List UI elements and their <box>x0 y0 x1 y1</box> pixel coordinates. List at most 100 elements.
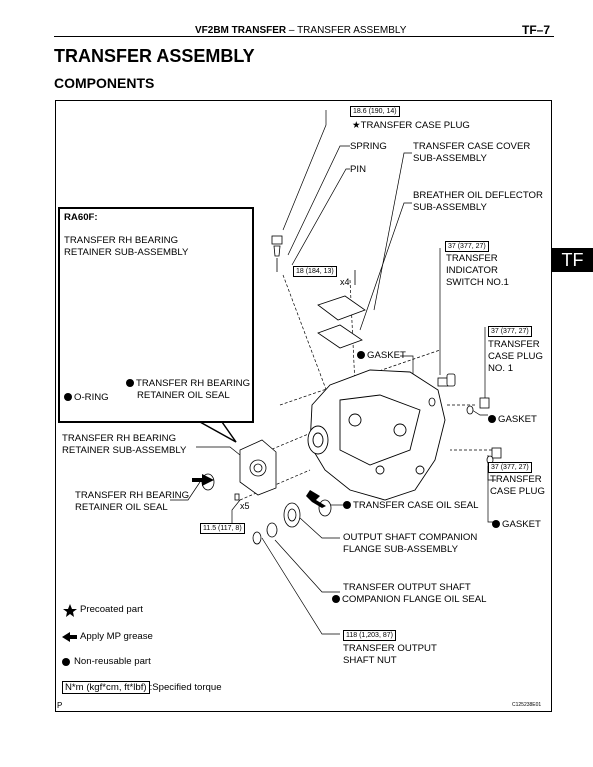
legend-torque-text: :Specified torque <box>149 682 222 693</box>
label-gasket-left-text: GASKET <box>367 350 406 361</box>
header-rule <box>54 36 554 37</box>
legend-mp-grease: Apply MP grease <box>80 631 153 642</box>
label-pin: PIN <box>350 164 366 175</box>
non-reusable-dot-icon <box>492 520 500 528</box>
label-gasket-left: GASKET <box>357 350 406 362</box>
inset-pointer <box>199 421 237 443</box>
label-retainer-1: TRANSFER RH BEARING <box>62 433 177 444</box>
label-plug2-2: CASE PLUG <box>490 486 545 497</box>
transfer-case <box>307 369 446 501</box>
inset-retainer-label-2: RETAINER SUB-ASSEMBLY <box>64 247 189 258</box>
section-subtitle: COMPONENTS <box>54 75 155 91</box>
leader-torque-retainer <box>231 499 241 525</box>
diagram-frame <box>55 100 552 712</box>
label-breather-2: SUB-ASSEMBLY <box>413 202 487 213</box>
leader-breather <box>359 202 412 331</box>
label-indicator-2: INDICATOR <box>446 265 498 276</box>
legend-torque: N*m (kgf*cm, ft*lbf):Specified torque <box>62 681 222 694</box>
rh-bearing-retainer <box>201 439 277 501</box>
label-gasket-bottom-text: GASKET <box>502 519 541 530</box>
label-flange-seal-2-text: COMPANION FLANGE OIL SEAL <box>342 594 487 605</box>
leader-retainer <box>196 446 241 456</box>
non-reusable-dot-icon <box>343 501 351 509</box>
label-indicator-3: SWITCH NO.1 <box>446 277 509 288</box>
side-tab[interactable]: TF <box>552 248 593 272</box>
label-gasket-right-text: GASKET <box>498 414 537 425</box>
torque-label-retainer: 11.5 (117, 8) <box>200 523 245 534</box>
inset-oring-label-text: O-RING <box>74 392 109 403</box>
inset-title: RA60F: <box>64 212 98 223</box>
inset-retainer-label-1: TRANSFER RH BEARING <box>64 235 179 246</box>
inset-oilseal-label-1: TRANSFER RH BEARING <box>126 378 250 390</box>
leader-plug <box>282 110 327 231</box>
non-reusable-dot-icon <box>332 595 340 603</box>
label-retainer-seal-2: RETAINER OIL SEAL <box>75 502 168 513</box>
label-cover-2: SUB-ASSEMBLY <box>413 153 487 164</box>
footer-left: P <box>57 701 63 710</box>
label-flange-seal-1: TRANSFER OUTPUT SHAFT <box>343 582 471 593</box>
label-retainer-2: RETAINER SUB-ASSEMBLY <box>62 445 187 456</box>
side-plugs <box>428 373 502 465</box>
label-spring: SPRING <box>350 141 387 152</box>
torque-label-plug1: 37 (377, 27) <box>488 326 532 337</box>
label-plug1-1: TRANSFER <box>488 339 540 350</box>
label-nut-2: SHAFT NUT <box>343 655 397 666</box>
label-flange-2: FLANGE SUB-ASSEMBLY <box>343 544 458 555</box>
label-x5: x5 <box>240 501 250 511</box>
legend-non-reusable: Non-reusable part <box>74 656 151 667</box>
leader-spring <box>287 145 350 256</box>
leader-flange-seal <box>274 539 340 593</box>
header-section-bold: VF2BM TRANSFER <box>195 25 287 36</box>
header-separator: – <box>288 25 295 36</box>
case-cover <box>317 270 366 349</box>
label-gasket-right: GASKET <box>488 414 537 426</box>
label-case-plug: ★TRANSFER CASE PLUG <box>352 120 470 132</box>
torque-label-plug2: 37 (377, 27) <box>488 462 532 473</box>
label-gasket-bottom: GASKET <box>492 519 541 531</box>
label-flange-1: OUTPUT SHAFT COMPANION <box>343 532 478 543</box>
plug-spring-pin <box>271 235 283 272</box>
label-retainer-seal-1: TRANSFER RH BEARING <box>75 490 190 501</box>
leader-gasket-bottom <box>487 455 493 523</box>
non-reusable-dot-icon <box>488 415 496 423</box>
label-breather-1: BREATHER OIL DEFLECTOR <box>413 190 543 201</box>
leader-pin <box>291 168 350 266</box>
non-reusable-dot-icon <box>126 379 134 387</box>
label-plug1-3: NO. 1 <box>488 363 514 374</box>
header-title: VF2BM TRANSFER – TRANSFER ASSEMBLY <box>195 25 406 36</box>
label-case-oil-seal-text: TRANSFER CASE OIL SEAL <box>353 500 479 511</box>
legend-torque-unit: N*m (kgf*cm, ft*lbf) <box>62 681 150 694</box>
inset-oilseal-label-1-text: TRANSFER RH BEARING <box>136 378 251 389</box>
label-nut-1: TRANSFER OUTPUT <box>343 643 437 654</box>
label-indicator-1: TRANSFER <box>446 253 498 264</box>
label-plug2-1: TRANSFER <box>490 474 542 485</box>
ra60f-inset: RA60F: <box>58 207 254 423</box>
label-flange-seal-2: COMPANION FLANGE OIL SEAL <box>332 594 486 606</box>
label-x4: x4 <box>340 277 350 287</box>
torque-label-indicator: 37 (377, 27) <box>445 241 489 252</box>
figure-code: C125238E01 <box>512 702 542 708</box>
torque-label-plug: 18.6 (190, 14) <box>350 106 400 117</box>
leader-nut <box>261 537 340 635</box>
page-number: TF–7 <box>522 23 551 37</box>
header-section-rest: TRANSFER ASSEMBLY <box>297 25 407 36</box>
label-case-plug-text: TRANSFER CASE PLUG <box>360 120 470 131</box>
label-case-oil-seal: TRANSFER CASE OIL SEAL <box>343 500 478 512</box>
page-title: TRANSFER ASSEMBLY <box>54 46 255 66</box>
non-reusable-dot-icon <box>357 351 365 359</box>
label-plug1-2: CASE PLUG <box>488 351 543 362</box>
torque-label-nut: 118 (1,203, 87) <box>343 630 396 641</box>
inset-oilseal-label-2: RETAINER OIL SEAL <box>137 390 230 401</box>
leader-retainer-seal <box>170 481 201 501</box>
torque-label-cover-bolt: 18 (184, 13) <box>293 266 337 277</box>
legend-icons <box>62 604 77 666</box>
leader-cover <box>373 152 412 311</box>
label-cover-1: TRANSFER CASE COVER <box>413 141 531 152</box>
leader-gasket-right <box>471 409 488 416</box>
output-shaft-parts <box>252 499 332 545</box>
inset-oring-label: O-RING <box>64 392 109 404</box>
leader-flange <box>299 517 340 539</box>
legend-precoated: Precoated part <box>80 604 143 615</box>
precoated-star-icon: ★ <box>352 120 361 131</box>
non-reusable-dot-icon <box>64 393 72 401</box>
